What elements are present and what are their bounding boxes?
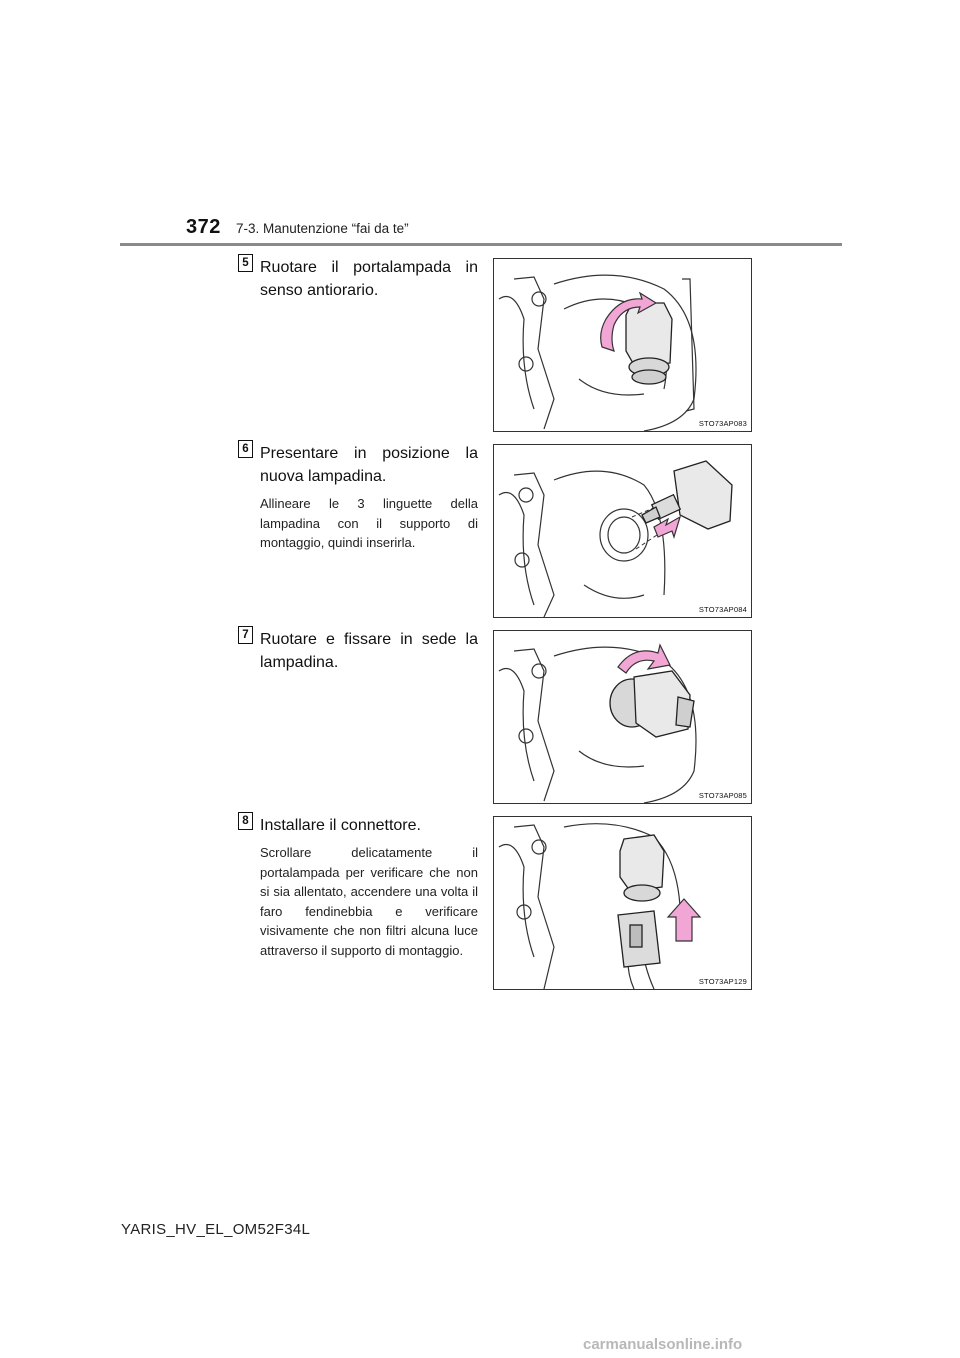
figure-install-connector: STO73AP129 bbox=[493, 816, 752, 990]
push-up-arrow-icon bbox=[666, 898, 702, 942]
bulb-insertion-illustration bbox=[498, 460, 733, 617]
insert-arrow-icon bbox=[653, 515, 682, 539]
headlamp-assembly-illustration bbox=[498, 274, 697, 431]
step-title: Ruotare e fissare in sede la lampadina. bbox=[260, 631, 478, 671]
step-title: Ruotare il portalampada in senso antiora… bbox=[260, 259, 478, 299]
figure-code: STO73AP084 bbox=[698, 605, 747, 614]
step-8: 8 Installare il connettore. Scrollare de… bbox=[238, 812, 478, 1012]
connector-install-illustration bbox=[498, 823, 702, 989]
figure-code: STO73AP085 bbox=[698, 791, 747, 800]
page-number: 372 bbox=[186, 216, 221, 238]
figure-secure-bulb: STO73AP085 bbox=[493, 630, 752, 804]
step-7: 7 Ruotare e fissare in sede la lampadina… bbox=[238, 626, 478, 806]
step-6: 6 Presentare in posizione la nuova lampa… bbox=[238, 440, 478, 620]
step-title: Presentare in posizione la nuova lampadi… bbox=[260, 445, 478, 485]
figure-rotate-holder: STO73AP083 bbox=[493, 258, 752, 432]
rotate-arrow-icon bbox=[600, 291, 658, 352]
footer-watermark: carmanualsonline.info bbox=[583, 1336, 743, 1353]
step-note: Allineare le 3 linguette della lampadina… bbox=[260, 496, 478, 550]
step-number-badge: 6 bbox=[238, 440, 253, 458]
step-title: Installare il connettore. bbox=[260, 817, 421, 834]
step-number-badge: 8 bbox=[238, 812, 253, 830]
figure-code: STO73AP083 bbox=[698, 419, 747, 428]
step-number-badge: 5 bbox=[238, 254, 253, 272]
step-5: 5 Ruotare il portalampada in senso antio… bbox=[238, 254, 478, 434]
header-divider bbox=[120, 243, 842, 246]
figure-position-bulb: STO73AP084 bbox=[493, 444, 752, 618]
bulb-rotate-illustration bbox=[498, 643, 697, 803]
step-note: Scrollare delicatamente il portalampada … bbox=[260, 845, 478, 958]
step-number-badge: 7 bbox=[238, 626, 253, 644]
footer-model-code: YARIS_HV_EL_OM52F34L bbox=[121, 1221, 311, 1238]
figure-code: STO73AP129 bbox=[698, 977, 747, 986]
rotate-arrow-icon bbox=[617, 643, 671, 674]
section-title: 7-3. Manutenzione “fai da te” bbox=[236, 221, 409, 236]
